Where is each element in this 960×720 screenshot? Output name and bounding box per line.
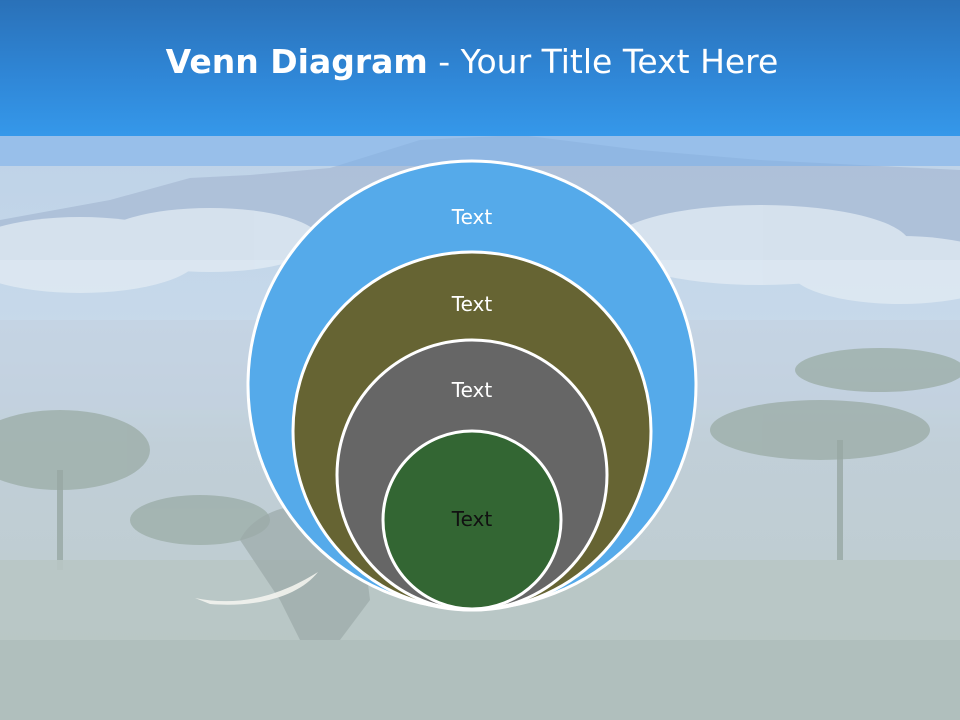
venn-circle-2-label: Text [451,292,493,316]
slide-title[interactable]: Venn Diagram - Your Title Text Here [0,40,944,84]
venn-circle-4[interactable]: Text [381,429,563,611]
venn-circle-3-label: Text [451,378,493,402]
venn-circle-4-label: Text [451,507,493,531]
venn-circle-4-shape [381,429,563,611]
header-bar [0,0,960,136]
venn-circle-1-label: Text [451,205,493,229]
title-bold: Venn Diagram [165,42,428,81]
title-rest: - Your Title Text Here [427,42,779,81]
